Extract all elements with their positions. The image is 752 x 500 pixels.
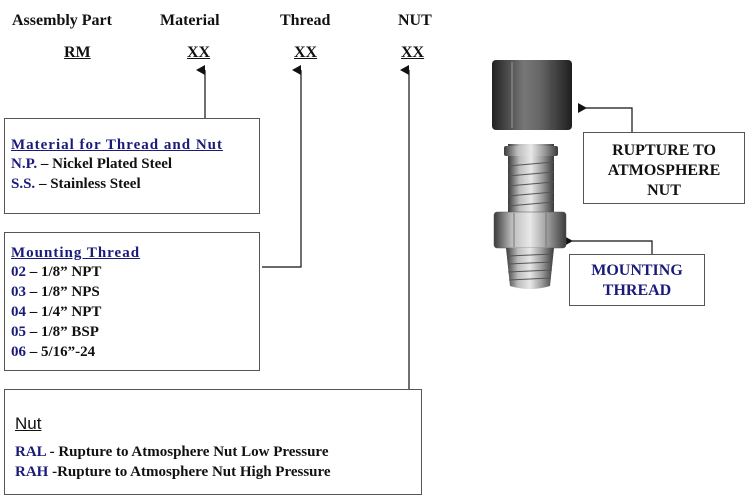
nut-desc: - Rupture to Atmosphere Nut Low Pressure (45, 444, 329, 460)
mounting-thread-box: Mounting Thread 02 – 1/8” NPT 03 – 1/8” … (4, 232, 260, 371)
thread-key: 06 (11, 344, 26, 360)
rupture-callout: RUPTURE TO ATMOSPHERE NUT (583, 132, 745, 204)
mounting-callout-line: MOUNTING (591, 262, 683, 279)
material-key: S.S. (11, 176, 36, 192)
rupture-callout-line: RUPTURE TO (612, 142, 716, 159)
list-item: 06 – 5/16”-24 (11, 342, 259, 362)
nut-box: Nut RAL - Rupture to Atmosphere Nut Low … (4, 389, 422, 495)
mounting-callout-connector (564, 236, 653, 254)
material-box: Material for Thread and Nut N.P. – Nicke… (4, 118, 260, 214)
header-material: Material (160, 12, 220, 29)
mounting-callout: MOUNTING THREAD (569, 254, 705, 306)
rupture-callout-line: ATMOSPHERE (607, 162, 721, 179)
material-desc: – Stainless Steel (35, 176, 141, 192)
header-assembly-part: Assembly Part (12, 12, 112, 29)
list-item: N.P. – Nickel Plated Steel (11, 154, 259, 174)
material-key: N.P. (11, 156, 38, 172)
nut-desc: -Rupture to Atmosphere Nut High Pressure (48, 464, 331, 480)
thread-desc: – 1/8” NPT (26, 264, 102, 280)
code-nut: XX (401, 44, 425, 61)
list-item: 05 – 1/8” BSP (11, 322, 259, 342)
list-item: S.S. – Stainless Steel (11, 174, 259, 194)
list-item: RAH -Rupture to Atmosphere Nut High Pres… (15, 462, 421, 482)
rupture-callout-line: NUT (647, 182, 681, 199)
header-nut: NUT (398, 12, 432, 29)
thread-key: 02 (11, 264, 26, 280)
thread-desc: – 1/8” NPS (26, 284, 100, 300)
list-item: RAL - Rupture to Atmosphere Nut Low Pres… (15, 442, 421, 462)
thread-desc: – 5/16”-24 (26, 344, 96, 360)
material-desc: – Nickel Plated Steel (37, 156, 173, 172)
fitting-body-image (493, 144, 567, 289)
thread-connector (262, 65, 302, 268)
code-material: XX (187, 44, 211, 61)
list-item: 04 – 1/4” NPT (11, 302, 259, 322)
list-item: 02 – 1/8” NPT (11, 262, 259, 282)
thread-key: 03 (11, 284, 26, 300)
list-item: 03 – 1/8” NPS (11, 282, 259, 302)
nut-key: RAL (15, 444, 46, 460)
header-thread: Thread (280, 12, 331, 29)
thread-key: 05 (11, 324, 26, 340)
nut-box-title: Nut (15, 414, 42, 433)
mounting-callout-line: THREAD (602, 282, 672, 299)
code-assembly-part: RM (64, 44, 91, 61)
nut-key: RAH (15, 464, 49, 480)
rupture-nut-image (492, 60, 572, 130)
thread-desc: – 1/4” NPT (26, 304, 102, 320)
material-box-title: Material for Thread and Nut (11, 137, 224, 153)
thread-desc: – 1/8” BSP (26, 324, 99, 340)
rupture-callout-connector (578, 103, 633, 132)
code-thread: XX (294, 44, 318, 61)
thread-key: 04 (11, 304, 26, 320)
thread-box-title: Mounting Thread (11, 245, 141, 261)
